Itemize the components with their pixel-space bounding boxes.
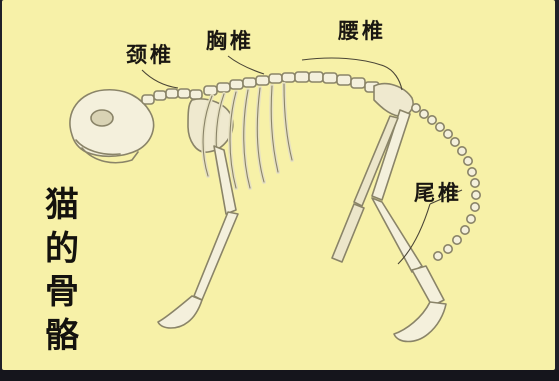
- bottom-bar: [0, 370, 559, 381]
- hind-paw: [394, 302, 446, 342]
- radius-ulna: [194, 212, 238, 300]
- lumbar-vertebrae: [295, 72, 379, 92]
- label-thoracic-vertebrae: 胸椎: [206, 30, 254, 51]
- front-paw: [158, 296, 202, 328]
- label-lumbar-vertebrae: 腰椎: [338, 20, 386, 41]
- pointer-thoracic: [228, 56, 264, 74]
- diagram-card: 颈椎 胸椎 腰椎 尾椎 猫的骨骼: [2, 0, 555, 370]
- metatarsal: [412, 266, 444, 306]
- pelvis: [374, 84, 413, 117]
- cat-skeleton-illustration: [2, 0, 555, 370]
- tibia: [372, 198, 422, 272]
- label-caudal-vertebrae: 尾椎: [414, 182, 462, 203]
- label-cervical-vertebrae: 颈椎: [126, 44, 174, 65]
- scapula: [188, 99, 233, 152]
- diagram-title: 猫的骨骼: [42, 184, 82, 358]
- pointer-cervical: [142, 70, 178, 88]
